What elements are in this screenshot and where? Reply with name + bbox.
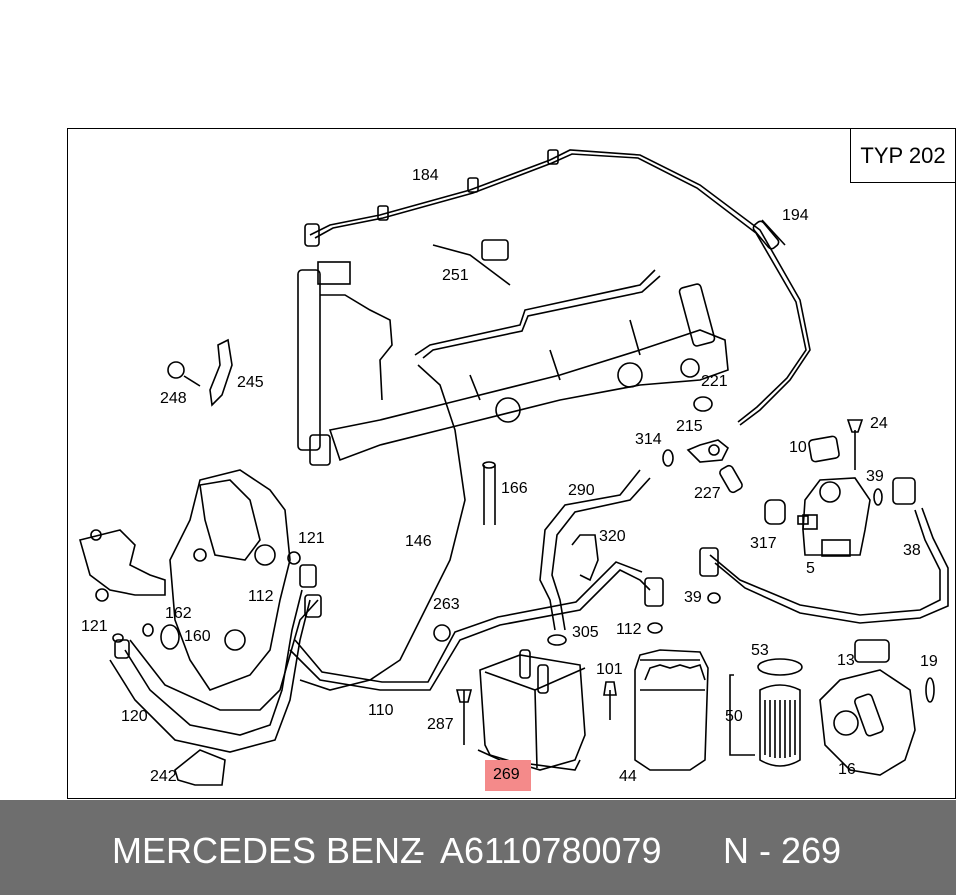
part-label[interactable]: 251 [442, 267, 469, 284]
part-label[interactable]: 13 [837, 652, 855, 669]
footer-bar: MERCEDES BENZ - A6110780079 N - 269 [0, 800, 956, 895]
hose-166 [483, 465, 496, 525]
part-label[interactable]: 290 [568, 482, 595, 499]
diagram-frame [67, 128, 956, 799]
part-label[interactable]: 110 [368, 702, 394, 719]
fuel-rail [328, 329, 729, 462]
part-label[interactable]: 121 [81, 618, 108, 635]
pipe-38 [709, 507, 949, 624]
part-label[interactable]: 146 [405, 533, 432, 550]
part-label[interactable]: 112 [248, 588, 274, 605]
part-label[interactable]: 320 [599, 528, 626, 545]
brand-name: MERCEDES BENZ [112, 830, 423, 871]
part-label[interactable]: 314 [635, 431, 662, 448]
part-label[interactable]: 120 [121, 708, 148, 725]
high-pressure-pump [169, 469, 291, 691]
part-label[interactable]: 121 [298, 530, 325, 547]
part-label[interactable]: 53 [751, 642, 769, 659]
part-label[interactable]: 166 [501, 480, 528, 497]
part-label[interactable]: 287 [427, 716, 454, 733]
part-label[interactable]: 44 [619, 768, 637, 785]
part-number: A6110780079 [440, 830, 662, 871]
type-box: TYP 202 [850, 128, 956, 183]
part-label[interactable]: 248 [160, 390, 187, 407]
part-label[interactable]: 39 [866, 468, 884, 485]
line-110 [289, 561, 651, 691]
part-label[interactable]: 38 [903, 542, 921, 559]
part-label[interactable]: 19 [920, 653, 938, 670]
hose-290 [539, 469, 651, 631]
part-label[interactable]: 194 [782, 207, 809, 224]
part-label[interactable]: 10 [789, 439, 807, 456]
part-label[interactable]: 24 [870, 415, 888, 432]
part-label[interactable]: 50 [725, 708, 743, 725]
part-label[interactable]: 162 [165, 605, 192, 622]
separator: - [413, 830, 425, 871]
part-label[interactable]: 5 [806, 560, 815, 577]
injector [297, 269, 321, 451]
fuel-cooler-269 [479, 654, 586, 771]
part-label[interactable]: 245 [237, 374, 264, 391]
part-label[interactable]: 263 [433, 596, 460, 613]
diagram-drawing [79, 149, 949, 786]
part-label[interactable]: 112 [616, 621, 642, 638]
return-line-184 [309, 149, 811, 426]
part-label[interactable]: 16 [838, 761, 856, 778]
filter-housing-44 [634, 649, 709, 771]
part-label[interactable]: 101 [596, 661, 623, 678]
part-label[interactable]: 184 [412, 167, 439, 184]
part-label[interactable]: 227 [694, 485, 721, 502]
part-label[interactable]: 317 [750, 535, 777, 552]
part-label[interactable]: 242 [150, 768, 177, 785]
part-label[interactable]: 305 [572, 624, 599, 641]
highlight-box [485, 760, 531, 791]
valve-5 [802, 477, 871, 556]
part-label[interactable]: 160 [184, 628, 211, 645]
part-label[interactable]: 221 [701, 373, 728, 390]
part-label[interactable]: 215 [676, 418, 703, 435]
position-number: N - 269 [723, 830, 842, 871]
housing-16 [819, 669, 916, 776]
parts-diagram: TYP 202 184 194 251 245 248 221 215 314 … [67, 128, 956, 799]
pipe-120 [109, 589, 311, 753]
part-label-highlighted[interactable]: 269 [493, 766, 520, 783]
part-label[interactable]: 39 [684, 589, 702, 606]
filter-element [759, 684, 801, 767]
